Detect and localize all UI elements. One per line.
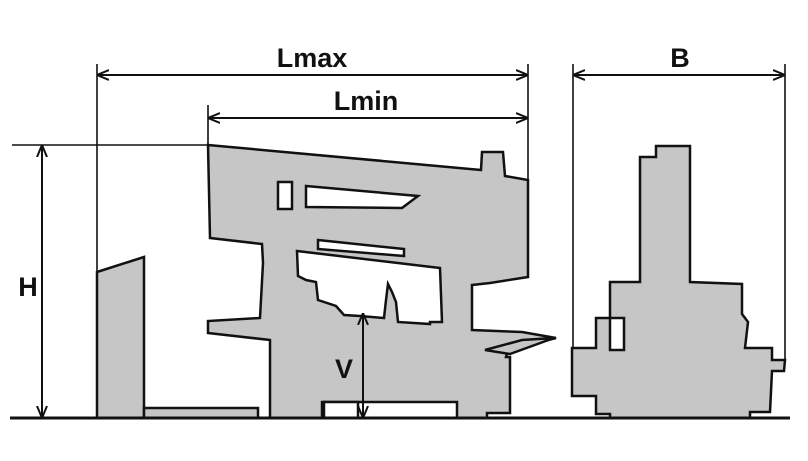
front-body — [570, 144, 787, 420]
front-view — [570, 144, 787, 420]
small-window — [276, 180, 294, 211]
carriage-arm — [484, 336, 555, 356]
left-support — [95, 255, 146, 420]
h-label: H — [18, 272, 38, 302]
lmax-label: Lmax — [277, 43, 348, 73]
b-label: B — [670, 43, 690, 73]
upper-slot — [304, 184, 422, 210]
work-area-opening — [295, 249, 444, 326]
front-window — [608, 316, 626, 352]
dimension-arrows — [42, 75, 784, 417]
side-view-cutouts — [276, 180, 444, 420]
front-view-cutouts — [608, 316, 626, 352]
lmin-label: Lmin — [334, 86, 399, 116]
v-label: V — [335, 354, 353, 384]
extension-lines — [12, 64, 786, 360]
middle-slot — [316, 238, 406, 258]
center-gap — [322, 400, 360, 420]
